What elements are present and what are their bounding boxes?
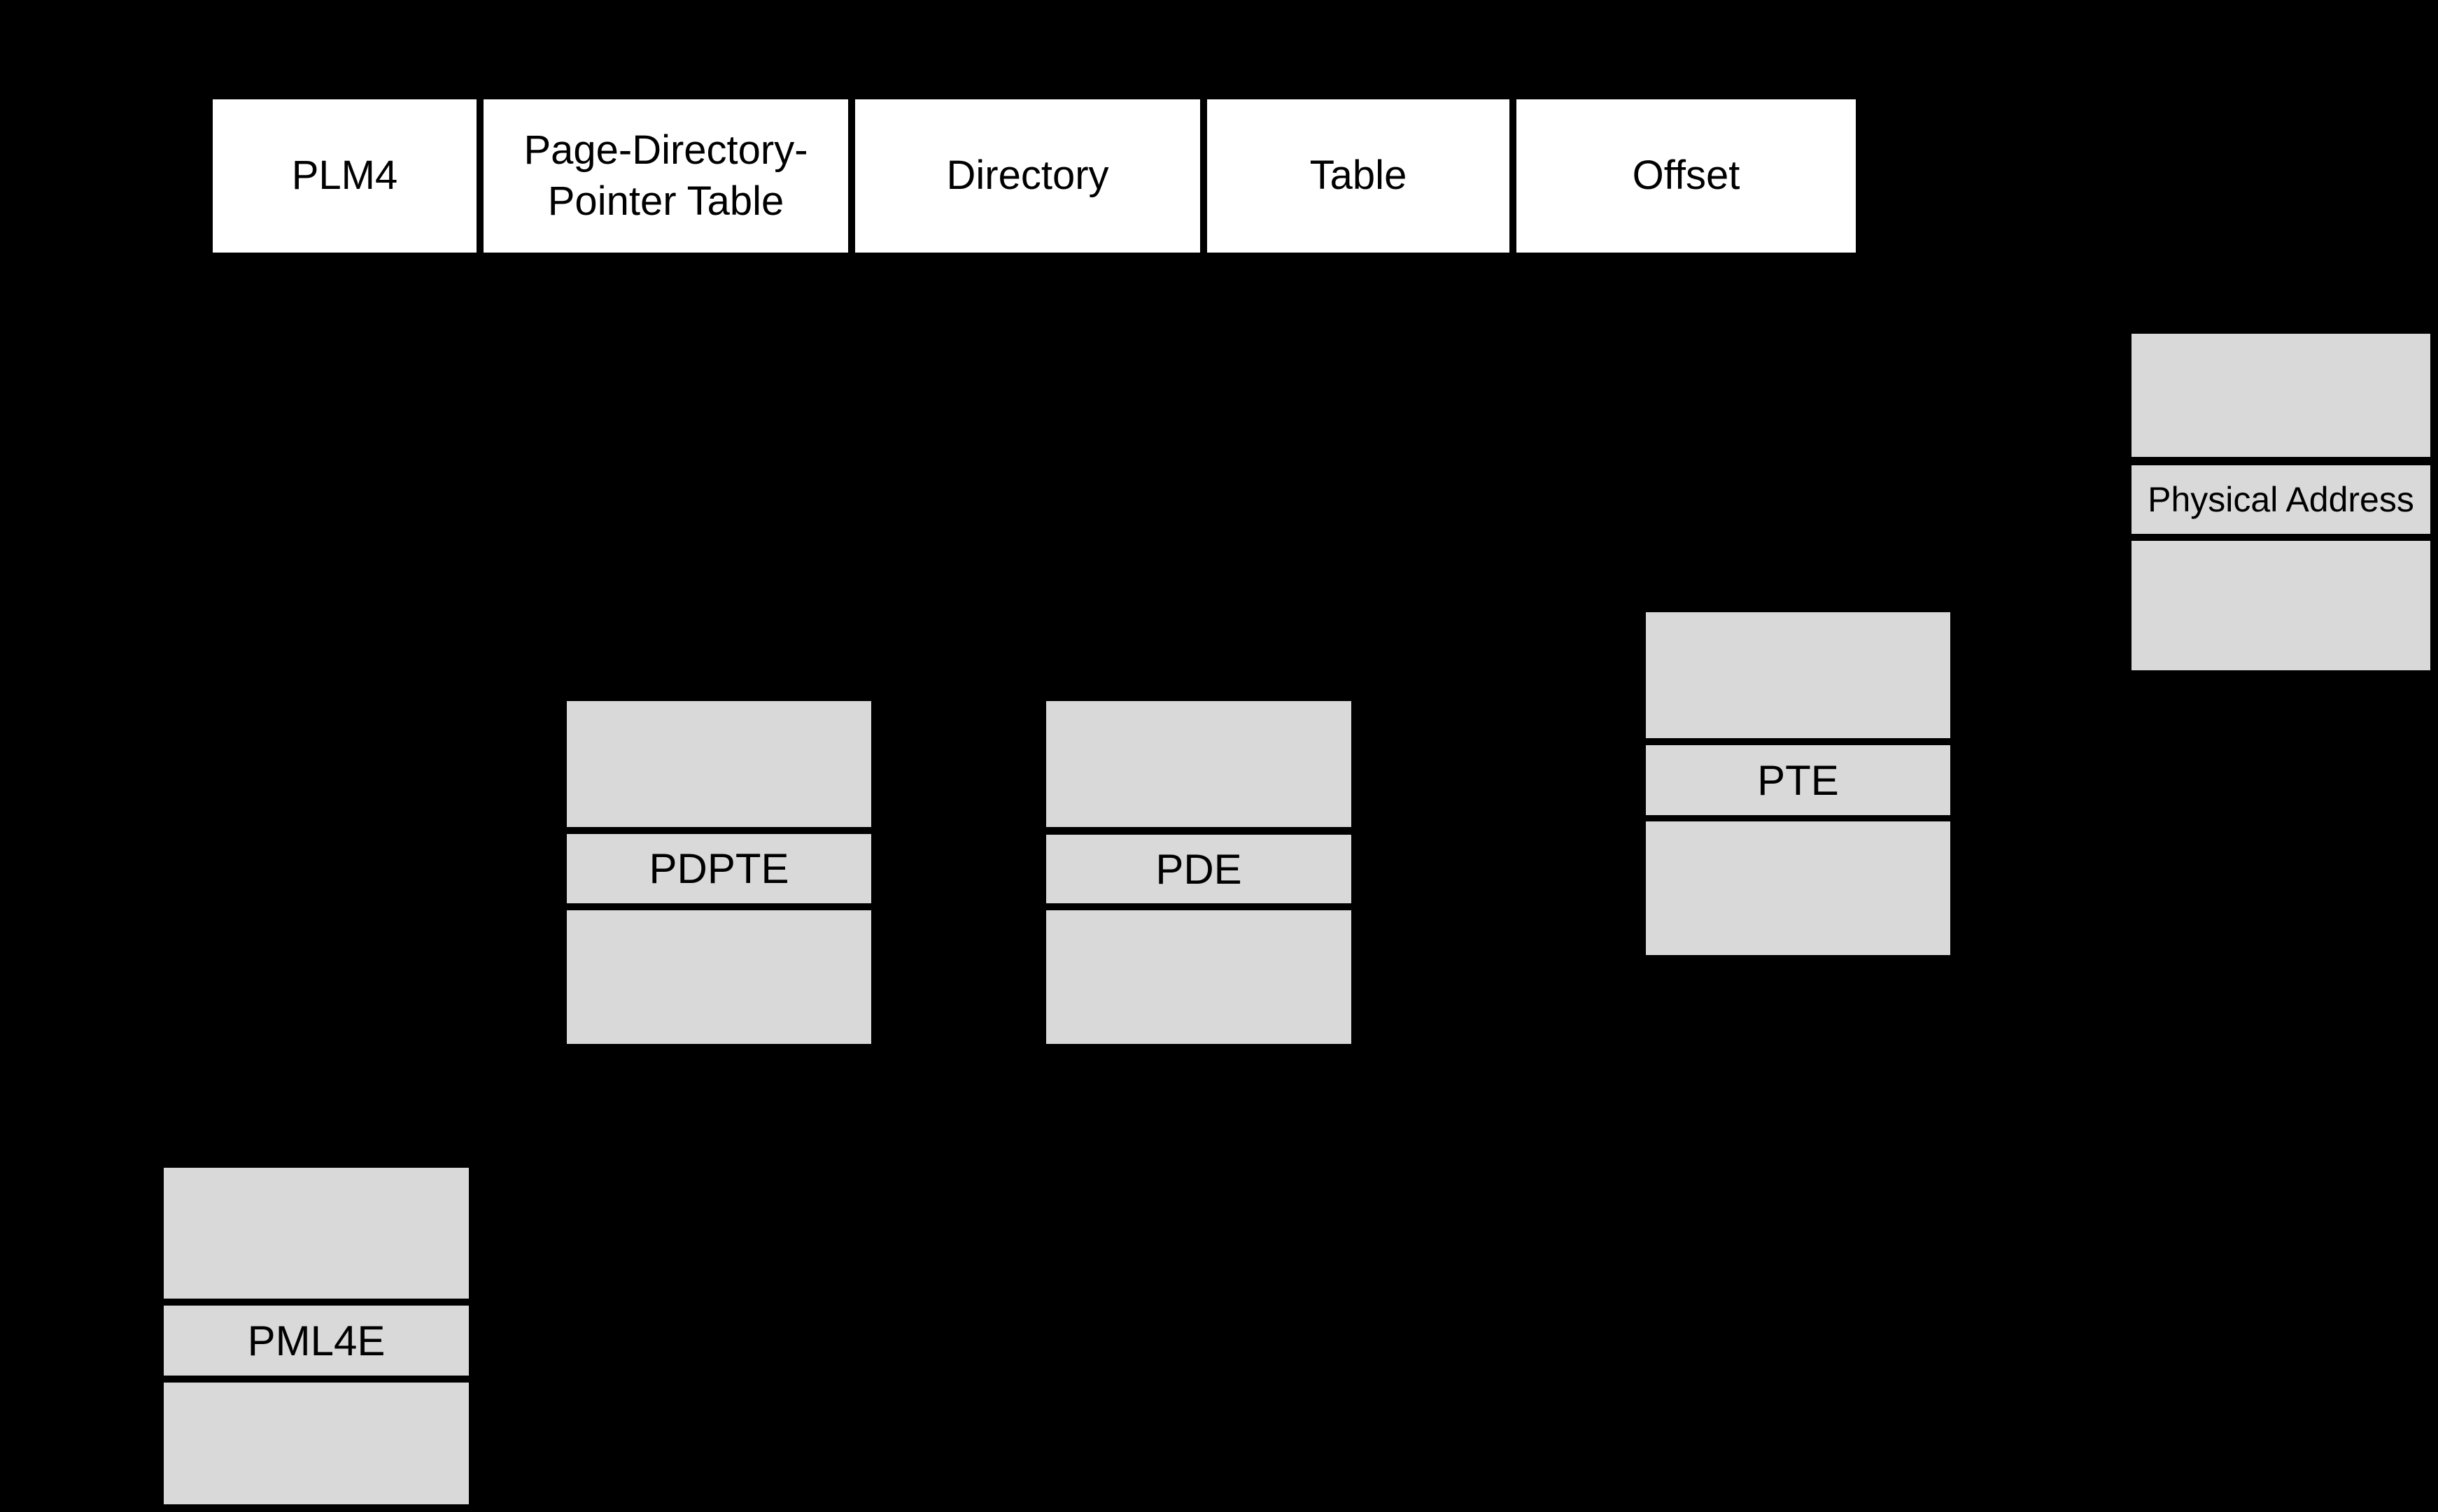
page-table-pml4: PML4E xyxy=(164,1168,469,1504)
pt-table-upper-cell xyxy=(1646,612,1950,738)
pdpt-table-lower-cell xyxy=(567,910,871,1044)
field-label-page-directory-pointer-table: Page-Directory-Pointer Table xyxy=(523,127,808,224)
field-box-table: Table xyxy=(1207,99,1509,253)
physical-memory-upper-cell xyxy=(2132,334,2430,457)
field-label-offset: Offset xyxy=(1632,153,1740,199)
pml4-entry-label: PML4E xyxy=(247,1317,386,1364)
pt-entry-label: PTE xyxy=(1757,756,1839,804)
field-box-page-directory-pointer-table: Page-Directory-Pointer Table xyxy=(484,99,848,253)
page-directory-table: PDE xyxy=(1046,701,1351,1044)
pt-table-lower-cell xyxy=(1646,821,1950,955)
field-box-offset: Offset xyxy=(1516,99,1856,253)
pd-table-upper-cell xyxy=(1046,701,1351,827)
physical-address-label: Physical Address xyxy=(2148,480,2414,519)
field-label-plm4: PLM4 xyxy=(291,153,398,199)
pd-entry-cell: PDE xyxy=(1046,835,1351,903)
page-table: PTE xyxy=(1646,612,1950,955)
field-box-directory: Directory xyxy=(855,99,1200,253)
field-label-directory: Directory xyxy=(946,153,1109,199)
pml4-table-upper-cell xyxy=(164,1168,469,1299)
page-directory-pointer-table: PDPTE xyxy=(567,701,871,1044)
physical-memory-lower-cell xyxy=(2132,541,2430,670)
pd-table-lower-cell xyxy=(1046,910,1351,1044)
pt-entry-cell: PTE xyxy=(1646,745,1950,815)
pml4-table-lower-cell xyxy=(164,1383,469,1504)
pdpt-entry-label: PDPTE xyxy=(649,845,789,892)
physical-address-cell: Physical Address xyxy=(2132,465,2430,534)
field-box-plm4: PLM4 xyxy=(213,99,477,253)
physical-memory-block: Physical Address xyxy=(2132,334,2430,670)
pdpt-table-upper-cell xyxy=(567,701,871,827)
pd-entry-label: PDE xyxy=(1155,845,1242,893)
field-label-table: Table xyxy=(1309,153,1407,199)
pml4-entry-cell: PML4E xyxy=(164,1306,469,1376)
pdpt-entry-cell: PDPTE xyxy=(567,834,871,903)
